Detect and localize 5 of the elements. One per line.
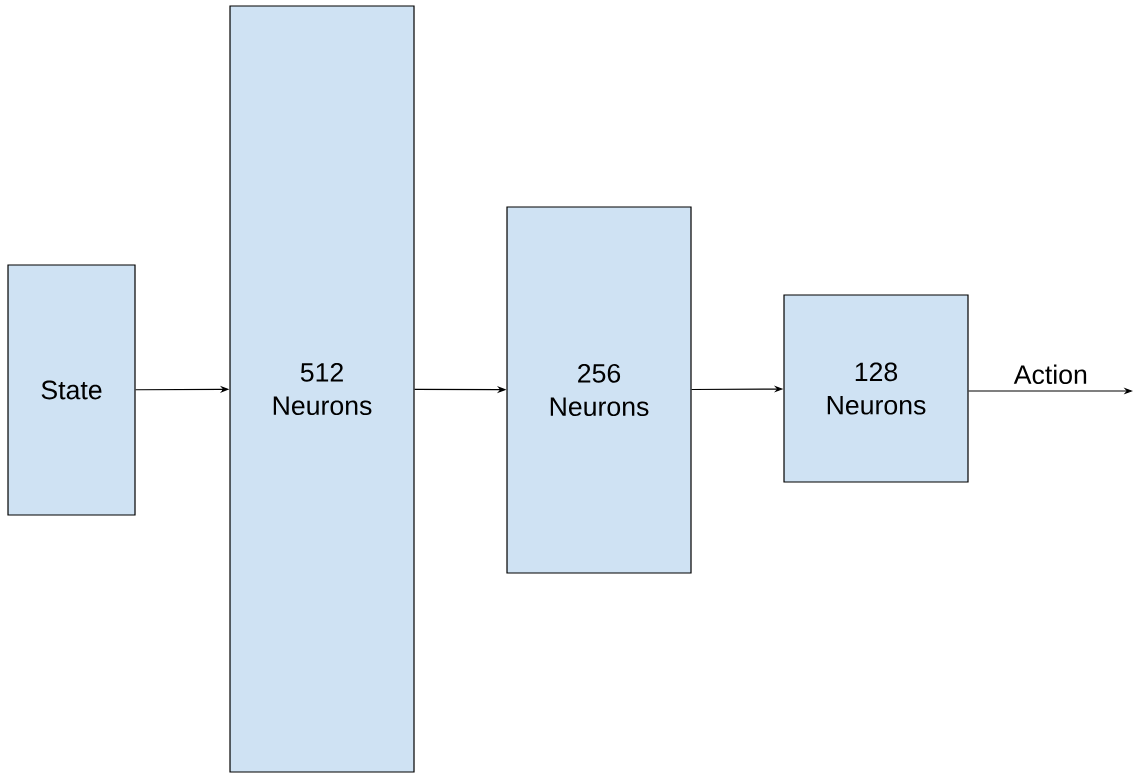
layer-box: 512 Neurons bbox=[229, 5, 415, 773]
edge-label: Action bbox=[1012, 363, 1090, 386]
layer-box: 128 Neurons bbox=[783, 294, 969, 483]
layer-box: 256 Neurons bbox=[506, 206, 692, 574]
layer-box: State bbox=[7, 264, 136, 516]
